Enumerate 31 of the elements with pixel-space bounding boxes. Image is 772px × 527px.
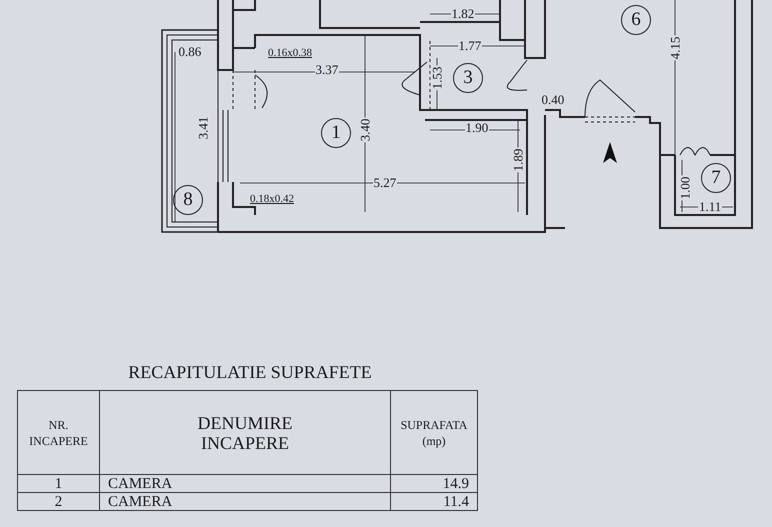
table-title: RECAPITULATIE SUPRAFETE [127, 362, 373, 383]
dimension-label: 4.15 [668, 36, 682, 60]
room-number-circle: 8 [173, 185, 203, 215]
dimension-label: 1.11 [698, 200, 722, 214]
dimension-label: 1.00 [678, 176, 692, 200]
dimension-label: 3.41 [196, 116, 210, 140]
dimension-label: 1.53 [430, 66, 444, 90]
dimension-label: 3.40 [358, 118, 372, 142]
table-cell-text: 2 [54, 494, 62, 510]
table-cell-text: 1 [54, 476, 62, 492]
room-number-circle: 3 [453, 63, 483, 93]
column-header: DENUMIRE INCAPERE [196, 412, 294, 452]
room-number-circle: 1 [321, 118, 351, 148]
dimension-label: 1.77 [458, 39, 482, 53]
dimension-label: 0.16x0.38 [267, 46, 313, 60]
table-cell-text: 14.9 [442, 476, 469, 492]
room-number-circle: 7 [701, 163, 731, 193]
dimension-label: 3.37 [314, 63, 340, 77]
dimension-label: 0.86 [178, 45, 202, 59]
dimension-label: 1.89 [510, 148, 525, 172]
room-number-circle: 6 [621, 5, 651, 35]
table-cell-text: 11.4 [443, 494, 469, 510]
dimension-label: 1.82 [450, 7, 476, 21]
dimension-label: 1.90 [464, 121, 490, 135]
table-cell-text: CAMERA [108, 476, 172, 492]
dimension-label: 0.18x0.42 [249, 192, 295, 206]
dimension-label: 0.40 [540, 93, 566, 107]
column-header: NR. INCAPERE [28, 416, 89, 448]
column-header: SUPRAFATA (mp) [400, 416, 468, 448]
dimension-label: 5.27 [372, 176, 398, 190]
table-cell-text: CAMERA [108, 494, 172, 510]
